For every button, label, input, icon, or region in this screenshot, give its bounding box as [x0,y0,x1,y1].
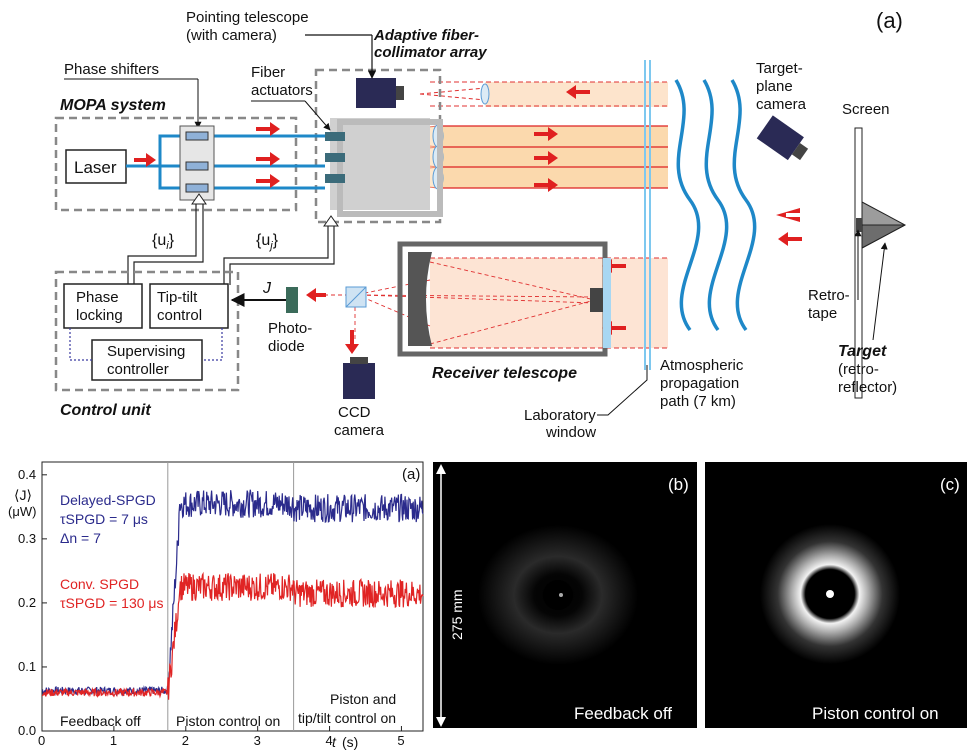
y-axis-unit: (μW) [8,504,36,519]
x-axis-label: t [332,734,337,750]
x-tick-label: 4 [326,733,333,748]
image-panel-c: (c) Piston control on [705,462,967,728]
x-tick-label: 1 [110,733,117,748]
y-tick-label: 0.1 [18,659,36,674]
chart-panel-label: (a) [402,466,420,483]
atmo-label: Atmospheric propagation path (7 km) [660,357,748,410]
phase-locking-box [63,283,143,329]
pointing-camera [356,78,396,108]
primary-mirror [408,252,432,346]
phase-shifters-label: Phase shifters [64,61,159,78]
fiber-actuators-label: Fiber actuators [251,64,313,99]
retrotape-label: Retro- tape [808,287,854,322]
image-panel-b: 275 mm (b) Feedback off [433,462,697,728]
lab-window-label: Laboratory window [524,407,600,441]
series-line-delayed-spgd [41,489,424,697]
supervising-box [91,339,203,381]
supervising-label: Supervising controller [107,343,190,378]
legend-conv: Conv. SPGD τSPGD = 130 μs [60,576,163,611]
phase-label-piston-and: Piston and [330,691,396,707]
uj-signal-label: {uj} [256,232,279,252]
y-tick-label: 0.0 [18,723,36,738]
screen-label: Screen [842,101,890,118]
target-sub-label: (retro- reflector) [838,361,897,396]
mopa-label: MOPA system [60,97,166,114]
mopa-box [54,116,298,212]
x-tick-label: 5 [397,733,404,748]
fiber-actuator [325,174,345,183]
laser-label: Laser [74,158,117,177]
pointing-telescope-label: Pointing telescope (with camera) [186,9,313,44]
laser-box [65,149,127,184]
control-unit-box [54,270,240,392]
lens [480,83,490,105]
ui-signal-label: {ui} [152,232,175,252]
x-tick-label: 0 [38,733,45,748]
photodiode-label: Photo- diode [268,320,316,355]
pointing-beam [485,82,668,107]
receive-beam [430,258,668,348]
ccd-camera [343,363,375,399]
fiber-actuator [325,153,345,162]
ccd-label: CCD camera [334,404,385,439]
photodiode [286,287,298,313]
panel-c-caption: Piston control on [812,704,939,723]
y-tick-label: 0.2 [18,595,36,610]
y-axis-label: ⟨J⟩ [14,487,32,503]
j-label: J [262,280,272,297]
phase-locking-label: Phase locking [76,289,123,324]
tiptilt-label: Tip-tilt control [157,289,202,324]
receiver-label: Receiver telescope [432,365,577,382]
target-label: Target [838,343,887,360]
phase-label-piston: Piston control on [176,713,280,729]
panel-b-caption: Feedback off [574,704,672,723]
target-camera-label: Target- plane camera [756,60,807,113]
diagram-panel-label: (a) [876,8,903,33]
series-line-conv-spgd [42,571,424,700]
legend-delayed: Delayed-SPGD τSPGD = 7 μs Δn = 7 [60,492,160,546]
fiber-actuator [325,132,345,141]
panel-b-label: (b) [668,475,689,494]
panel-c-label: (c) [940,475,960,494]
tiptilt-box [149,283,229,329]
adaptive-array-label: Adaptive fiber- collimator array [373,27,487,61]
x-tick-label: 2 [182,733,189,748]
y-tick-label: 0.4 [18,467,36,482]
spgd-chart: (a) ⟨J⟩ (μW) t (s) 0 1 2 3 4 5 0.0 0.1 0.2 0.3 0.4… [8,461,424,750]
atmosphere-waves [674,79,757,332]
scale-label: 275 mm [449,589,465,640]
phase-label-tiptilt: tip/tilt control on [298,710,396,726]
x-tick-label: 3 [254,733,261,748]
phase-label-feedback-off: Feedback off [60,713,141,729]
secondary-mirror [590,288,605,312]
y-tick-label: 0.3 [18,531,36,546]
x-axis-unit: (s) [342,734,358,750]
top-diagram: (a) [54,8,907,441]
control-unit-label: Control unit [60,402,151,419]
target-camera [756,115,809,161]
